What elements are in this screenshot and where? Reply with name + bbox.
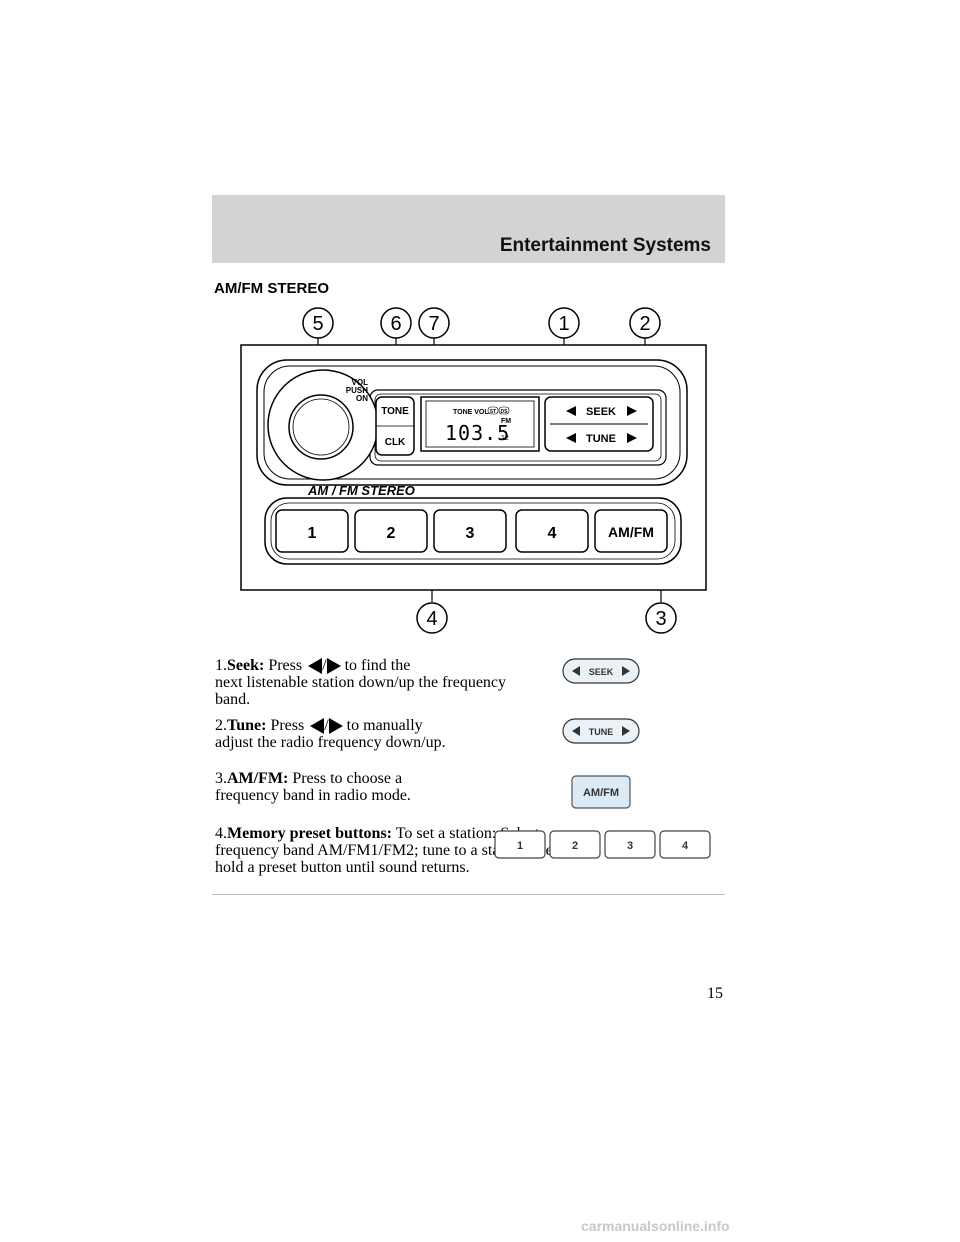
on-label: ON (356, 394, 368, 403)
display-preset: 12 (501, 435, 509, 442)
amfm-icon-label: AM/FM (583, 787, 619, 799)
left-arrow-icon (308, 658, 323, 675)
seek-right-arrow[interactable] (627, 406, 637, 416)
display-tone-vol: TONE VOL (453, 409, 489, 416)
push-label: PUSH (346, 386, 368, 395)
item-amfm-text: Press to choose a frequency band in radi… (215, 770, 411, 804)
callout-3: 3 (655, 608, 666, 630)
tune-icon-label: TUNE (589, 727, 614, 737)
preset-button-2[interactable] (354, 509, 428, 553)
right-arrow-icon (328, 718, 343, 735)
item-memory-term: Memory preset buttons: (227, 825, 393, 842)
preset-label-3: 3 (466, 525, 475, 542)
header-band: Entertainment Systems (212, 195, 725, 263)
callout-4: 4 (426, 608, 437, 630)
header-section-title: Entertainment Systems (499, 235, 711, 256)
preset-label-2: 2 (387, 525, 396, 542)
vol-label: VOL (352, 378, 369, 387)
callout-4-circle (416, 602, 448, 634)
callout-3-circle (645, 602, 677, 634)
display-badge-st: ST (490, 409, 496, 415)
preset-icon-3: 3 (627, 840, 633, 852)
slash: / (324, 717, 329, 734)
amfm-icon: AM/FM (571, 775, 631, 809)
item-seek: 1.Seek: Press / to find the next listena… (215, 657, 545, 708)
preset-button-4[interactable] (515, 509, 589, 553)
preset-button-3[interactable] (433, 509, 507, 553)
item-seek-term: Seek: (227, 657, 265, 674)
seek-left-arrow[interactable] (566, 406, 576, 416)
item-memory-num: 4. (215, 825, 227, 842)
display-band: FM (501, 418, 511, 425)
clk-label: CLK (385, 437, 406, 448)
item-amfm-term: AM/FM: (227, 770, 289, 787)
item-tune-term: Tune: (227, 717, 267, 734)
page-title: AM/FM STEREO (214, 280, 329, 297)
preset-icon-2: 2 (572, 840, 578, 852)
item-tune-post: to manually (346, 717, 423, 734)
watermark: carmanualsonline.info (581, 1218, 730, 1234)
item-seek-num: 1. (215, 657, 227, 674)
tune-label: TUNE (586, 433, 616, 445)
preset-label-1: 1 (308, 525, 317, 542)
tune-right-arrow[interactable] (627, 433, 637, 443)
callout-6: 6 (390, 313, 401, 335)
divider (212, 894, 725, 895)
item-seek-cont: next listenable station down/up the freq… (215, 674, 507, 709)
preset-button-1[interactable] (275, 509, 349, 553)
faceplate-label: AM / FM STEREO (307, 483, 415, 498)
callout-2: 2 (639, 313, 650, 335)
item-amfm: 3.AM/FM: Press to choose a frequency ban… (215, 770, 465, 804)
display-frequency: 103.5 (445, 421, 510, 445)
amfm-label: AM/FM (608, 524, 654, 540)
seek-icon: SEEK (562, 658, 640, 684)
item-tune-cont: adjust the radio frequency down/up. (215, 734, 446, 752)
slash: / (322, 657, 327, 674)
callout-1: 1 (558, 313, 569, 335)
preset-icons: 1 2 3 4 (494, 830, 711, 859)
callout-7: 7 (428, 313, 439, 335)
left-arrow-icon (310, 718, 325, 735)
preset-label-4: 4 (548, 525, 557, 542)
item-tune-num: 2. (215, 717, 227, 734)
tone-label: TONE (381, 406, 409, 417)
tune-left-arrow[interactable] (566, 433, 576, 443)
seek-icon-label: SEEK (589, 667, 614, 677)
right-arrow-icon (326, 658, 341, 675)
preset-icon-1: 1 (517, 840, 523, 852)
item-tune: 2.Tune: Press / to manually adjust the r… (215, 717, 545, 751)
preset-icon-4: 4 (682, 840, 689, 852)
seek-label: SEEK (586, 406, 616, 418)
radio-diagram: 5 6 7 1 2 4 3 VOL PUSH ON (240, 307, 707, 634)
callout-5: 5 (312, 313, 323, 335)
tune-icon: TUNE (562, 718, 640, 744)
item-seek-post: to find the (344, 657, 411, 674)
display-badge-ds: DS (501, 409, 509, 415)
item-amfm-num: 3. (215, 770, 227, 787)
item-tune-pre: Press (270, 717, 305, 734)
item-seek-pre: Press (268, 657, 303, 674)
amfm-button[interactable] (594, 509, 668, 553)
page-number: 15 (707, 985, 723, 1002)
